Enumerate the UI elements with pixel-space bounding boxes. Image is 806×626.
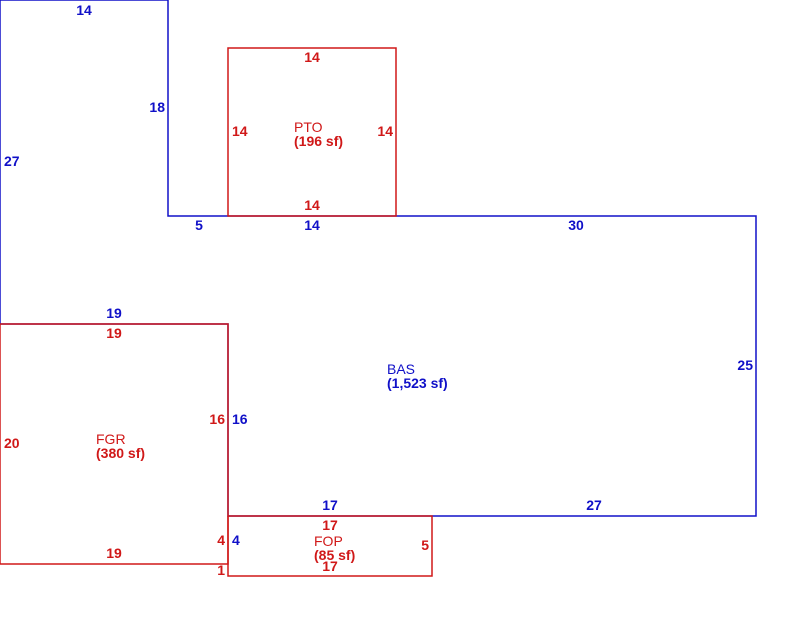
dim-bas-garage-top: 19: [106, 305, 122, 321]
dim-bas-step-mid: 14: [304, 217, 320, 233]
dim-fop-bottom: 17: [322, 558, 338, 574]
dim-bas-inner-vertical: 18: [149, 99, 165, 115]
dim-bas-garage-side: 16: [232, 411, 248, 427]
dim-bas-top-right: 30: [568, 217, 584, 233]
dim-pto-top: 14: [304, 49, 320, 65]
dim-fop-top: 17: [322, 517, 338, 533]
area-fgr-name: FGR: [96, 431, 126, 447]
dim-bas-bottom-left: 17: [322, 497, 338, 513]
dim-fgr-right: 16: [209, 411, 225, 427]
dim-fgr-bottom: 19: [106, 545, 122, 561]
dim-fgr-small-horizontal: 1: [217, 562, 225, 578]
dim-fgr-left: 20: [4, 435, 20, 451]
area-fop-name: FOP: [314, 533, 343, 549]
dim-bas-bottom-right: 27: [586, 497, 602, 513]
area-bas-size: (1,523 sf): [387, 375, 448, 391]
pto-outline: [227, 47, 397, 217]
dim-fgr-small-vertical: 4: [217, 532, 225, 548]
area-pto-size: (196 sf): [294, 133, 343, 149]
dim-bas-right: 25: [737, 357, 753, 373]
dim-fop-right: 5: [421, 537, 429, 553]
fop-outline: [227, 515, 433, 577]
dim-pto-right: 14: [377, 123, 393, 139]
area-pto-name: PTO: [294, 119, 323, 135]
dim-fgr-top: 19: [106, 325, 122, 341]
dim-pto-bottom: 14: [304, 197, 320, 213]
dim-bas-left-upper: 27: [4, 153, 20, 169]
dim-pto-left: 14: [232, 123, 248, 139]
dim-bas-small-vertical: 4: [232, 532, 240, 548]
area-fop-size: (85 sf): [314, 547, 355, 563]
area-bas-name: BAS: [387, 361, 415, 377]
dim-bas-step-left: 5: [195, 217, 203, 233]
area-fgr-size: (380 sf): [96, 445, 145, 461]
dim-bas-top-left: 14: [76, 2, 92, 18]
